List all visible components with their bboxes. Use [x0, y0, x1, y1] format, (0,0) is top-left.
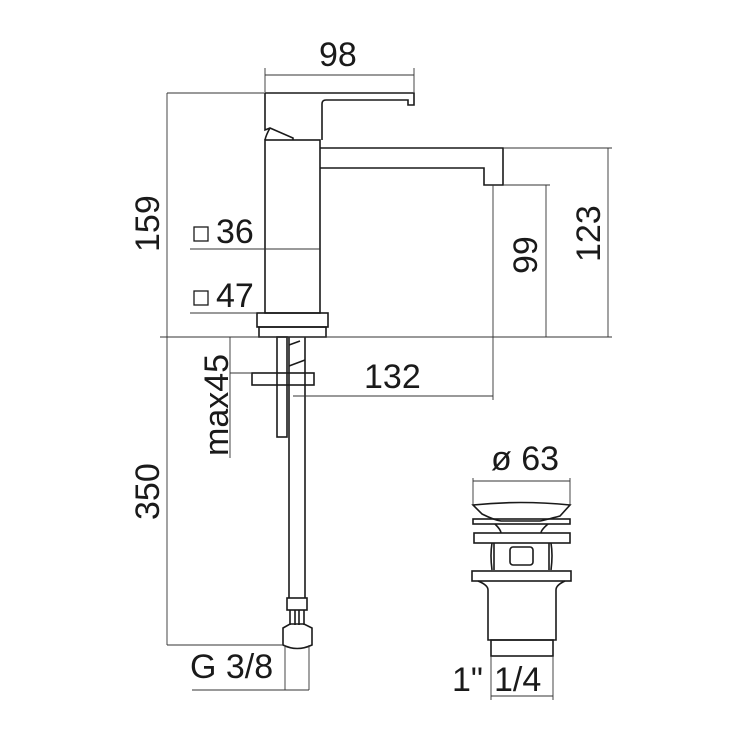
hose — [288, 337, 306, 598]
drain-drawing — [471, 478, 572, 700]
dim-max45: max45 — [198, 354, 236, 456]
faucet-outline — [251, 92, 504, 650]
dim-drain-thread-a: 1" — [452, 661, 483, 699]
fixing-plate — [251, 372, 315, 386]
base-flange — [256, 312, 329, 328]
body — [264, 139, 321, 314]
dim-g38: G 3/8 — [190, 648, 273, 686]
handle — [264, 92, 415, 140]
dim-36: 36 — [216, 213, 254, 251]
dimension-lines — [160, 68, 612, 691]
square-symbol-icon — [193, 290, 209, 306]
dim-47: 47 — [216, 277, 254, 315]
dim-99: 99 — [507, 236, 545, 274]
dim-132: 132 — [364, 358, 421, 396]
threaded-rod — [276, 336, 288, 438]
dim-123: 123 — [570, 205, 608, 262]
dim-350: 350 — [129, 463, 167, 520]
dim-drain-thread-b: 1/4 — [494, 661, 541, 699]
dim-98: 98 — [319, 36, 357, 74]
square-symbol-icon — [193, 226, 209, 242]
dim-159: 159 — [129, 195, 167, 252]
dim-drain-diameter: ø 63 — [491, 440, 559, 478]
hose-fitting — [286, 597, 308, 611]
spout — [320, 147, 504, 186]
